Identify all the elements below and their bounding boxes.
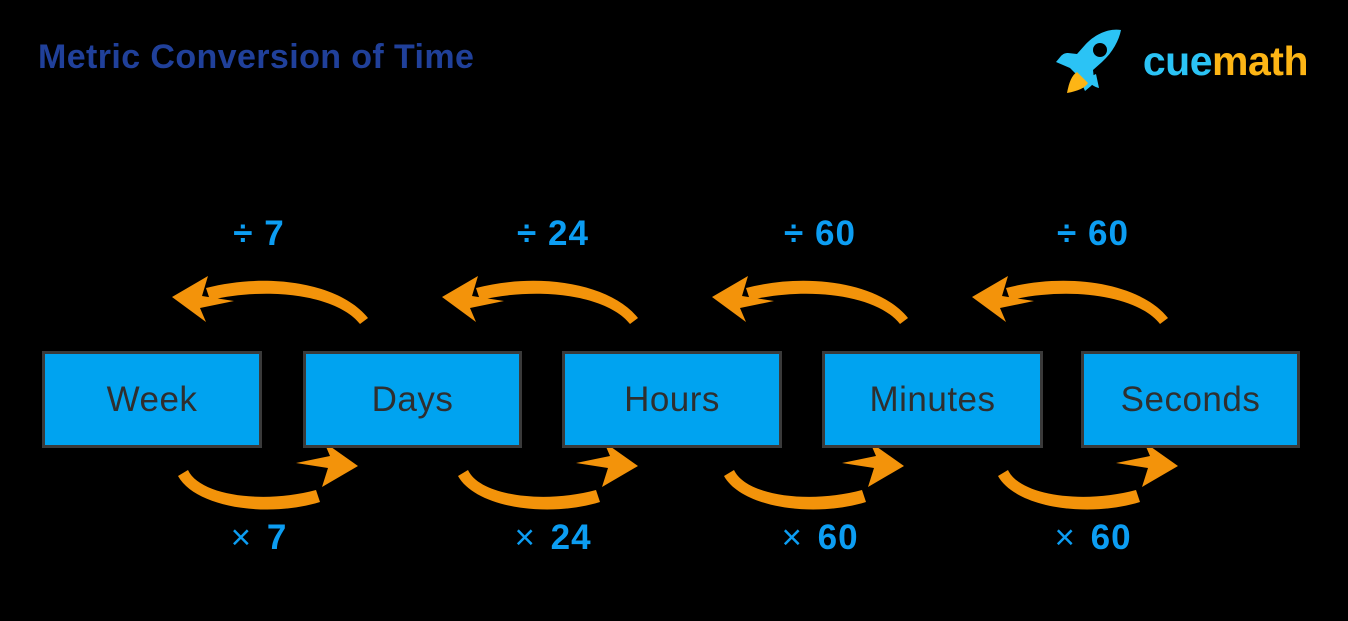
- unit-box-days[interactable]: Days: [303, 351, 522, 448]
- unit-label: Week: [106, 379, 198, 419]
- divide-label-hours-minutes: ÷ 60: [750, 214, 890, 254]
- multiply-symbol: ×: [514, 518, 536, 557]
- multiply-label-hours-minutes: × 60: [750, 518, 890, 558]
- multiply-symbol: ×: [230, 518, 253, 557]
- divide-symbol: ÷: [1057, 214, 1078, 253]
- divide-value: 60: [1088, 214, 1129, 253]
- divide-value: 7: [264, 214, 285, 253]
- logo-cue-text: cue: [1142, 37, 1213, 84]
- multiply-label-minutes-seconds: × 60: [1023, 518, 1163, 558]
- multiply-value: 60: [1090, 518, 1132, 557]
- divide-symbol: ÷: [233, 214, 254, 253]
- unit-box-minutes[interactable]: Minutes: [822, 351, 1043, 448]
- multiply-symbol: ×: [781, 518, 803, 557]
- multiply-value: 7: [266, 518, 288, 557]
- divide-label-days-hours: ÷ 24: [483, 214, 623, 254]
- unit-label: Hours: [624, 379, 720, 419]
- divide-label-week-days: ÷ 7: [189, 214, 329, 254]
- logo-wordmark: cuemath: [1142, 37, 1309, 84]
- multiply-label-week-days: × 7: [189, 518, 329, 558]
- multiply-value: 24: [550, 518, 592, 557]
- logo-math-text: math: [1212, 37, 1308, 84]
- multiply-label-days-hours: × 24: [483, 518, 623, 558]
- unit-label: Days: [371, 379, 454, 419]
- unit-label: Seconds: [1120, 379, 1261, 419]
- divide-symbol: ÷: [784, 214, 805, 253]
- unit-label: Minutes: [869, 379, 996, 419]
- multiply-symbol: ×: [1054, 518, 1076, 557]
- divide-symbol: ÷: [517, 214, 538, 253]
- divide-value: 24: [548, 214, 589, 253]
- cuemath-logo: cuemath: [1055, 24, 1308, 98]
- divide-value: 60: [815, 214, 856, 253]
- unit-box-hours[interactable]: Hours: [562, 351, 782, 448]
- unit-box-seconds[interactable]: Seconds: [1081, 351, 1300, 448]
- unit-box-week[interactable]: Week: [42, 351, 262, 448]
- rocket-icon: [1055, 24, 1129, 98]
- page-title: Metric Conversion of Time: [38, 38, 475, 76]
- divide-label-minutes-seconds: ÷ 60: [1023, 214, 1163, 254]
- multiply-value: 60: [817, 518, 859, 557]
